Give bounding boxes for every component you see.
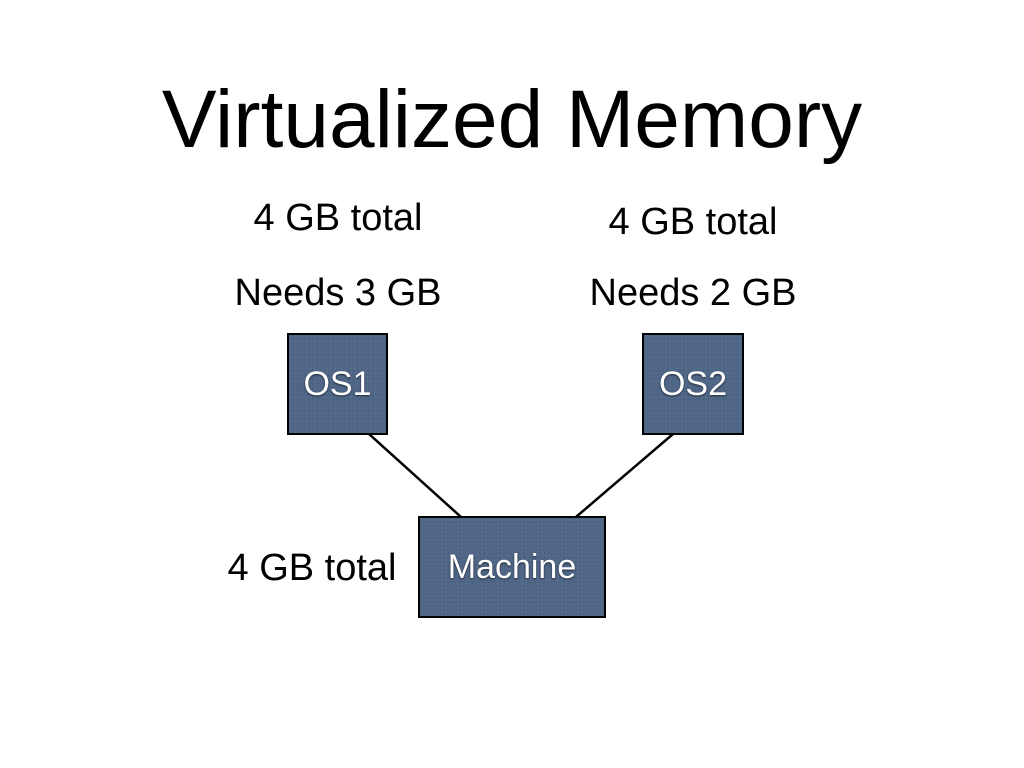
os2-box: OS2 [642, 333, 744, 435]
os1-total-label: 4 GB total [253, 197, 423, 239]
machine-box: Machine [418, 516, 606, 618]
os2-total-label: 4 GB total [608, 201, 778, 243]
slide-title: Virtualized Memory [161, 74, 863, 165]
os2-machine-connector [575, 433, 674, 518]
os2-needs-label: Needs 2 GB [589, 272, 797, 314]
os1-needs-label: Needs 3 GB [234, 272, 442, 314]
os1-box: OS1 [287, 333, 388, 435]
os1-box-label: OS1 [303, 364, 372, 403]
os1-machine-connector [368, 433, 462, 518]
os2-box-label: OS2 [658, 364, 728, 403]
machine-box-label: Machine [447, 547, 577, 586]
machine-total-label: 4 GB total [227, 547, 397, 589]
